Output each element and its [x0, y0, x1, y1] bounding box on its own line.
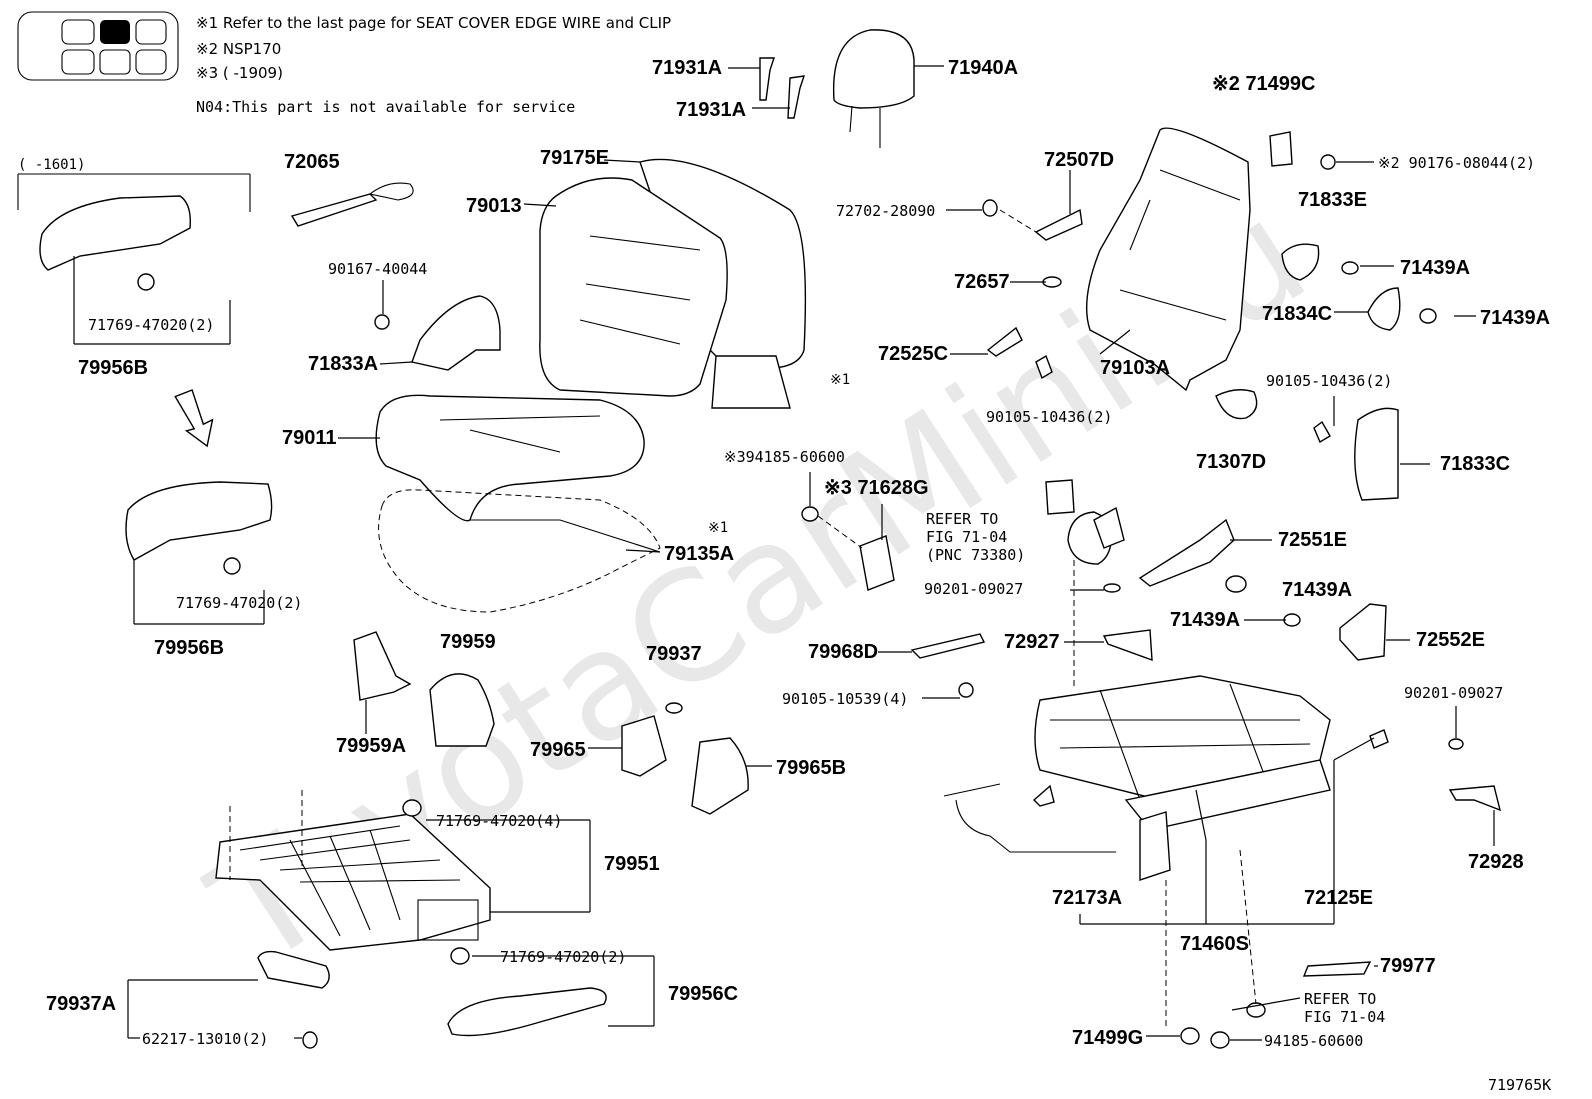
label-71769-a: 71769-47020(2) — [88, 316, 214, 334]
label-79977: 79977 — [1380, 955, 1436, 977]
label-71833A: 71833A — [308, 353, 378, 375]
label-x1-a: ※1 — [830, 372, 850, 388]
label-71499G: 71499G — [1072, 1027, 1143, 1049]
label-90105-b: 90105-10436(2) — [1266, 372, 1392, 390]
label-72525C: 72525C — [878, 343, 948, 365]
headrest-guide-drawing — [728, 57, 806, 119]
label-72507D: 72507D — [1044, 149, 1114, 171]
label-90201-b: 90201-09027 — [1404, 684, 1503, 702]
label-72657: 72657 — [954, 271, 1010, 293]
seat-belt-buckle-drawing — [1045, 479, 1125, 565]
label-79959A: 79959A — [336, 735, 406, 757]
note-edge-wire: ※1 Refer to the last page for SEAT COVER… — [196, 14, 672, 32]
refer-a-line1: REFER TO — [926, 510, 998, 528]
note-not-available: N04:This part is not available for servi… — [196, 98, 576, 116]
label-90105-a: 90105-10436(2) — [986, 408, 1112, 426]
cushion-pad-drawing — [378, 489, 661, 613]
label-71769-b: 71769-47020(2) — [176, 594, 302, 612]
label-71460S: 71460S — [1180, 933, 1249, 955]
label-79959: 79959 — [440, 631, 496, 653]
label-71439A-3: 71439A — [1282, 579, 1352, 601]
lower-trim-drawing — [353, 631, 749, 815]
seatback-cover-drawing — [539, 177, 728, 397]
label-79135A: 79135A — [664, 543, 734, 565]
label-90105-c: 90105-10539(4) — [782, 690, 908, 708]
label-62217: 62217-13010(2) — [142, 1030, 268, 1048]
note-date-range: ※3 ( -1909) — [196, 64, 283, 82]
label-x1-b: ※1 — [708, 520, 728, 536]
label-71940A: 71940A — [948, 57, 1018, 79]
strap-drawing — [290, 182, 414, 227]
seat-position-icon — [17, 11, 179, 81]
label-71833E: 71833E — [1298, 189, 1367, 211]
figure-id: 719765K — [1488, 1076, 1551, 1094]
side-cover-drawing — [374, 280, 501, 371]
label-71628G: ※3 71628G — [824, 477, 929, 499]
label-79956B-1: 79956B — [78, 357, 148, 379]
label-71439A-4: 71439A — [1170, 609, 1240, 631]
label-71834C: 71834C — [1262, 303, 1332, 325]
under-tray-drawing — [215, 790, 607, 1049]
label-79937A: 79937A — [46, 993, 116, 1015]
refer-b-line1: REFER TO — [1304, 990, 1376, 1008]
label-79956B-2: 79956B — [154, 637, 224, 659]
refer-a-line3: (PNC 73380) — [926, 546, 1025, 564]
note-1601: ( -1601) — [18, 157, 86, 173]
refer-b-line2: FIG 71-04 — [1304, 1008, 1385, 1026]
label-79937: 79937 — [646, 643, 702, 665]
label-79011: 79011 — [282, 427, 337, 449]
label-79103A: 79103A — [1100, 357, 1170, 379]
label-79965: 79965 — [530, 739, 586, 761]
note-nsp170: ※2 NSP170 — [196, 40, 282, 58]
label-72551E: 72551E — [1278, 529, 1347, 551]
part-labels: 71931A 71931A 71940A ※2 71499C ※2 90176-… — [46, 57, 1551, 1094]
recliner-parts-drawing — [986, 131, 1437, 501]
label-79968D: 79968D — [808, 641, 878, 663]
label-72552E: 72552E — [1416, 629, 1485, 651]
track-brackets-drawing — [910, 518, 1502, 1049]
leader-lines — [127, 159, 1495, 1041]
refer-a-line2: FIG 71-04 — [926, 528, 1007, 546]
cushion-cover-drawing — [375, 394, 645, 522]
headrest-drawing — [832, 29, 944, 148]
label-94185-b: 94185-60600 — [1264, 1032, 1363, 1050]
label-90201-a: 90201-09027 — [924, 580, 1023, 598]
trim-mid-drawing — [125, 481, 273, 625]
trim-1601-drawing — [17, 173, 251, 345]
label-90176: ※2 90176-08044(2) — [1378, 154, 1535, 172]
label-79175E: 79175E — [540, 147, 609, 169]
label-71931A-1: 71931A — [652, 57, 722, 79]
sensor-drawing — [801, 504, 895, 591]
label-90167: 90167-40044 — [328, 260, 427, 278]
label-71439A-1: 71439A — [1400, 257, 1470, 279]
label-71499C: ※2 71499C — [1212, 73, 1316, 95]
label-79965B: 79965B — [776, 757, 846, 779]
label-79956C: 79956C — [668, 983, 738, 1005]
label-72928: 72928 — [1468, 851, 1524, 873]
label-72173A: 72173A — [1052, 887, 1122, 909]
label-71439A-2: 71439A — [1480, 307, 1550, 329]
arrow-down-icon — [174, 389, 214, 448]
label-71833C: 71833C — [1440, 453, 1510, 475]
label-72927: 72927 — [1004, 631, 1060, 653]
seat-track-drawing — [943, 675, 1331, 881]
label-79951: 79951 — [604, 853, 660, 875]
label-72702: 72702-28090 — [836, 202, 935, 220]
label-71769-d: 71769-47020(2) — [500, 948, 626, 966]
label-72125E: 72125E — [1304, 887, 1373, 909]
label-71307D: 71307D — [1196, 451, 1266, 473]
label-71769-c: 71769-47020(4) — [436, 812, 562, 830]
label-79013: 79013 — [466, 195, 522, 217]
label-71931A-2: 71931A — [676, 99, 746, 121]
label-94185-a: ※394185-60600 — [724, 448, 845, 466]
seatback-frame-drawing — [982, 127, 1251, 392]
label-72065: 72065 — [284, 151, 340, 173]
